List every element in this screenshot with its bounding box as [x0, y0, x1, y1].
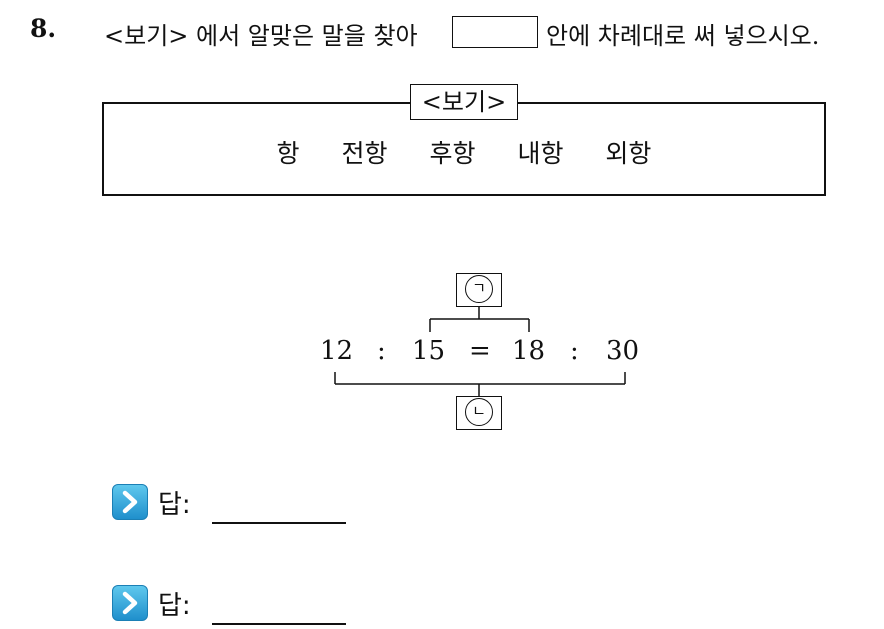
- answer-label-1: 답:: [158, 490, 191, 520]
- colon-1: :: [377, 336, 386, 366]
- question-text-part2: 안에 차례대로 써 넣으시오.: [546, 22, 820, 50]
- label-box-bottom: ㄴ: [456, 396, 502, 430]
- chevron-right-icon: [112, 484, 148, 520]
- colon-2: :: [570, 336, 579, 366]
- term-4: 30: [606, 336, 640, 366]
- answer-line-2[interactable]: [212, 623, 346, 625]
- circled-giyeok-label: ㄱ: [465, 275, 493, 303]
- inline-blank-box: [452, 16, 538, 48]
- label-box-top: ㄱ: [456, 273, 502, 307]
- chevron-right-icon: [112, 585, 148, 621]
- equals-sign: =: [469, 336, 491, 366]
- question-text-part1: <보기> 에서 알맞은 말을 찾아: [104, 22, 418, 50]
- bogi-word-list: 항 전항 후항 내항 외항: [102, 134, 826, 170]
- bogi-word: 내항: [517, 139, 564, 168]
- answer-label-2: 답:: [158, 591, 191, 621]
- term-1: 12: [320, 336, 354, 366]
- bogi-word: 외항: [605, 139, 652, 168]
- bogi-word: 전항: [341, 139, 388, 168]
- bogi-word: 후항: [429, 139, 476, 168]
- bogi-word: 항: [276, 139, 300, 168]
- circled-nieun-label: ㄴ: [465, 398, 493, 426]
- answer-line-1[interactable]: [212, 522, 346, 524]
- term-2: 15: [412, 336, 446, 366]
- term-3: 18: [512, 336, 546, 366]
- question-number: 8.: [30, 14, 57, 43]
- bogi-title: <보기>: [410, 84, 518, 120]
